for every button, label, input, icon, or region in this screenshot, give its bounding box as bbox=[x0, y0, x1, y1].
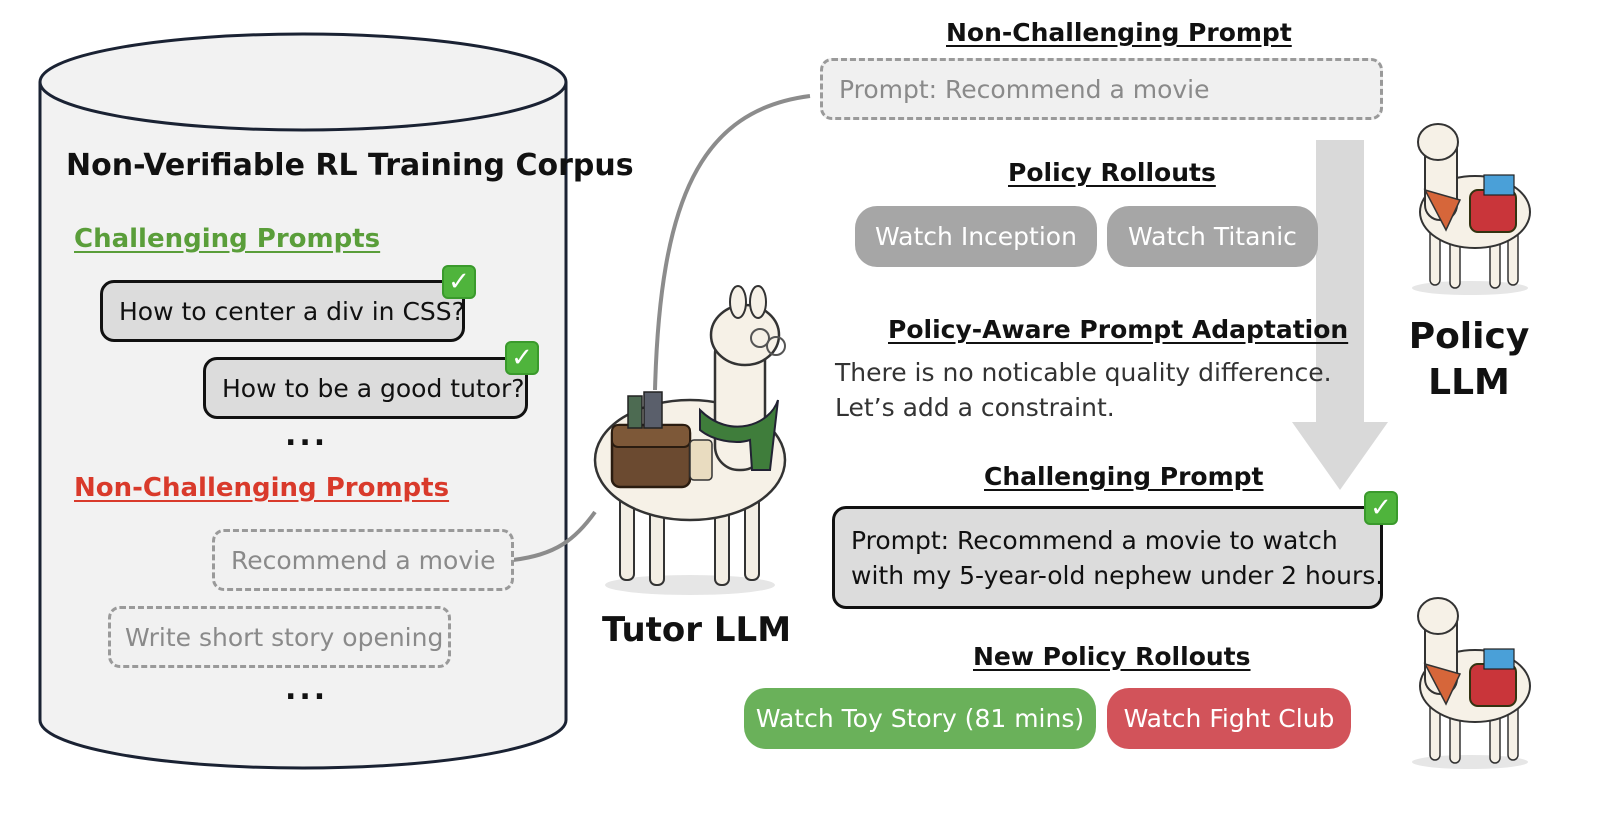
check-icon: ✓ bbox=[442, 265, 476, 299]
challenging-prompt-line-2: with my 5-year-old nephew under 2 hours. bbox=[851, 560, 1384, 590]
policy-llama-illustration-bottom bbox=[1412, 597, 1531, 769]
challenging-prompt-item-1-text: How to center a div in CSS? bbox=[119, 296, 465, 326]
non-challenging-prompt-item-2-text: Write short story opening bbox=[125, 622, 444, 652]
non-challenging-prompt-item-1-text: Recommend a movie bbox=[231, 545, 496, 575]
adaptation-text-line-1: There is no noticable quality difference… bbox=[835, 358, 1332, 387]
connector-curve-bottom bbox=[512, 510, 597, 562]
non-challenging-prompt-title: Non-Challenging Prompt bbox=[946, 18, 1292, 47]
corpus-cylinder-body bbox=[38, 82, 568, 770]
connector-curve-top bbox=[653, 94, 811, 391]
non-challenging-prompt-item-1: Recommend a movie bbox=[212, 529, 514, 591]
challenging-prompt-title: Challenging Prompt bbox=[984, 462, 1264, 491]
check-icon: ✓ bbox=[1364, 491, 1398, 525]
new-rollout-pill-toy-story: Watch Toy Story (81 mins) bbox=[744, 688, 1096, 749]
challenging-prompt-item-1: How to center a div in CSS? bbox=[100, 280, 465, 342]
challenging-prompt-line-1: Prompt: Recommend a movie to watch bbox=[851, 525, 1338, 555]
tutor-llama-illustration bbox=[593, 285, 787, 595]
new-rollout-pill-fight-club: Watch Fight Club bbox=[1107, 688, 1351, 749]
adaptation-text-line-2: Let’s add a constraint. bbox=[835, 393, 1115, 422]
rollout-pill-titanic: Watch Titanic bbox=[1107, 206, 1318, 267]
non-challenging-prompt-text: Prompt: Recommend a movie bbox=[839, 74, 1210, 104]
challenging-prompt-box: Prompt: Recommend a movie to watch with … bbox=[832, 506, 1383, 609]
policy-llama-illustration-top bbox=[1412, 123, 1531, 295]
policy-rollouts-title: Policy Rollouts bbox=[1008, 158, 1216, 187]
non-challenging-prompt-item-2: Write short story opening bbox=[108, 606, 451, 668]
prompt-adaptation-title: Policy-Aware Prompt Adaptation bbox=[888, 315, 1349, 344]
non-challenging-prompts-heading: Non-Challenging Prompts bbox=[74, 473, 450, 503]
rollout-pill-inception-text: Watch Inception bbox=[875, 222, 1077, 251]
policy-llm-label: Policy LLM bbox=[1405, 314, 1533, 406]
policy-llm-label-line-1: Policy bbox=[1408, 316, 1530, 357]
challenging-prompts-heading: Challenging Prompts bbox=[74, 224, 381, 254]
non-challenging-prompt-box: Prompt: Recommend a movie bbox=[820, 58, 1383, 120]
tutor-llm-label: Tutor LLM bbox=[602, 610, 792, 650]
ellipsis-bottom: ... bbox=[285, 672, 329, 707]
challenging-prompt-item-2: How to be a good tutor? bbox=[203, 357, 528, 419]
challenging-prompt-item-2-text: How to be a good tutor? bbox=[222, 373, 525, 403]
new-policy-rollouts-title: New Policy Rollouts bbox=[973, 642, 1251, 671]
policy-llm-label-line-2: LLM bbox=[1428, 362, 1510, 403]
new-rollout-pill-toy-story-text: Watch Toy Story (81 mins) bbox=[755, 704, 1085, 733]
new-rollout-pill-fight-club-text: Watch Fight Club bbox=[1123, 704, 1335, 733]
corpus-cylinder-top bbox=[38, 32, 568, 132]
ellipsis-top: ... bbox=[285, 418, 329, 453]
rollout-pill-inception: Watch Inception bbox=[855, 206, 1097, 267]
check-icon: ✓ bbox=[505, 341, 539, 375]
corpus-title: Non-Verifiable RL Training Corpus bbox=[66, 148, 634, 183]
rollout-pill-titanic-text: Watch Titanic bbox=[1128, 222, 1297, 251]
